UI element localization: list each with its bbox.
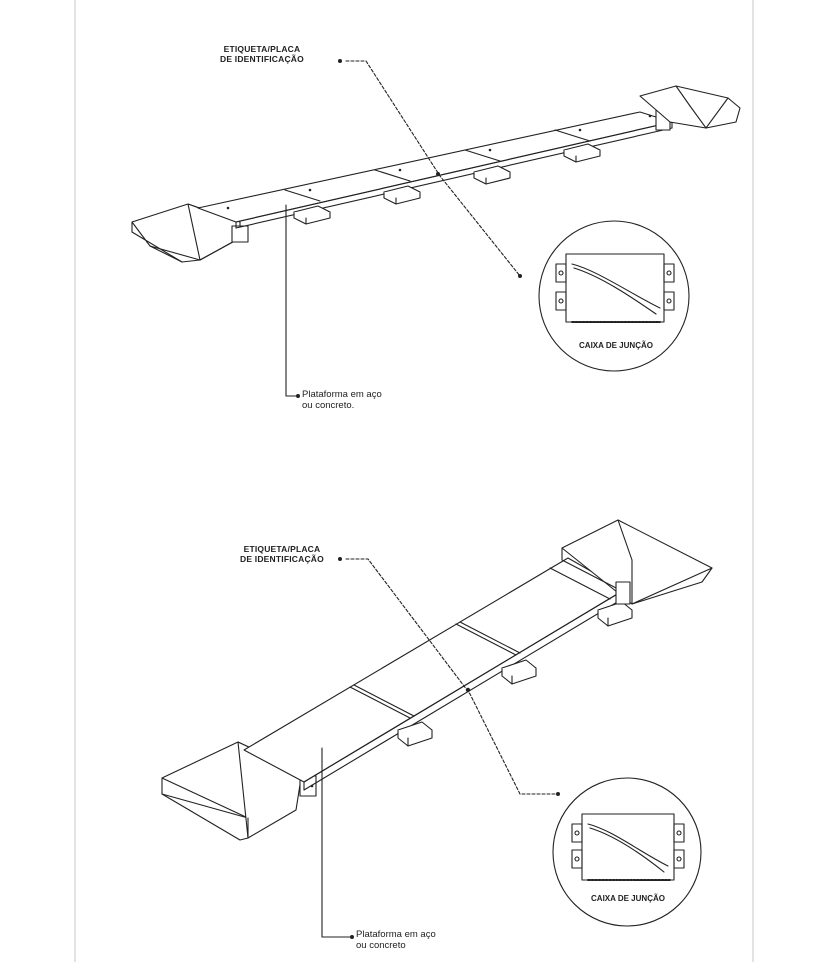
bottom-platform-label-line1: Plataforma em aço <box>356 929 436 940</box>
top-platform-leader <box>285 204 297 397</box>
bottom-junction-box-icon <box>581 813 675 881</box>
page-border-right <box>752 0 754 962</box>
top-tag-leader-dot <box>338 59 342 63</box>
top-tag-leader <box>345 60 521 277</box>
bottom-tag-leader-dot <box>338 557 342 561</box>
bottom-tag-label-line2: DE IDENTIFICAÇÃO <box>240 553 324 564</box>
top-load-cell-pads <box>293 143 601 225</box>
top-junction-box-detail <box>538 220 690 372</box>
bottom-platform-label: Plataforma em aço ou concreto <box>356 929 436 952</box>
bottom-truck-scale <box>161 519 713 939</box>
bottom-platform-leader-dot <box>350 935 354 939</box>
bottom-tag-leader <box>345 558 557 795</box>
top-platform-label-line2: ou concreto. <box>302 399 355 411</box>
top-platform-leader-dot <box>296 394 300 398</box>
bottom-platform-deck <box>243 557 625 791</box>
bottom-junction-box-detail <box>552 777 702 927</box>
bottom-junction-box-label: CAIXA DE JUNÇÃO <box>591 894 665 903</box>
page-border-left <box>74 0 76 962</box>
top-junction-box-label: CAIXA DE JUNÇÃO <box>579 341 653 350</box>
top-right-ramp <box>639 85 741 131</box>
bottom-platform-label-line2: ou concreto <box>356 939 406 951</box>
bottom-tag-label-line1: ETIQUETA/PLACA <box>243 544 321 554</box>
bottom-platform-leader <box>321 747 351 938</box>
top-platform-label: Plataforma em aço ou concreto. <box>302 389 382 412</box>
bottom-tag-label: ETIQUETA/PLACA DE IDENTIFICAÇÃO <box>240 544 324 565</box>
top-tag-label-line2: DE IDENTIFICAÇÃO <box>220 53 304 64</box>
bottom-load-cell-pads <box>397 601 633 747</box>
top-platform-deck <box>197 111 673 229</box>
bottom-box-leader-dot <box>556 792 560 796</box>
top-tag-label: ETIQUETA/PLACA DE IDENTIFICAÇÃO <box>220 44 304 65</box>
top-junction-box-icon <box>565 253 665 323</box>
bottom-right-ramp <box>561 519 713 605</box>
top-tag-label-line1: ETIQUETA/PLACA <box>223 44 301 54</box>
top-platform-label-line1: Plataforma em aço <box>302 389 382 400</box>
top-box-leader-dot <box>518 274 522 278</box>
top-truck-scale <box>131 59 741 398</box>
